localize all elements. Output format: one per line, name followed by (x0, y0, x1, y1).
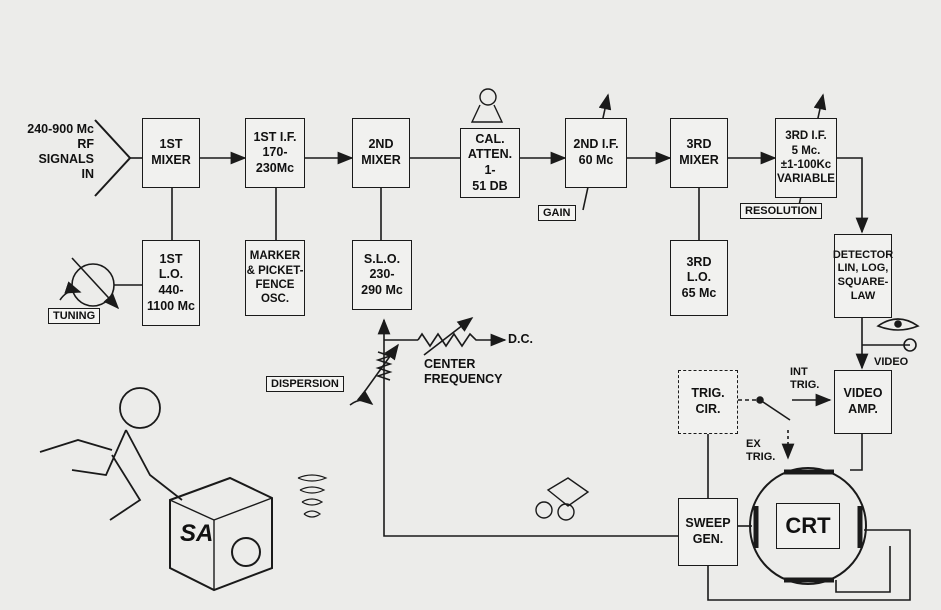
if1-block: 1ST I.F. 170- 230Mc (245, 118, 305, 188)
sa-box-speaker (231, 537, 261, 567)
lo1-block: 1ST L.O. 440- 1100 Mc (142, 240, 200, 326)
kite-sketch (546, 477, 590, 507)
video-amp-block: VIDEO AMP. (834, 370, 892, 434)
rf-input-label: 240-900 Mc RF SIGNALS IN (27, 122, 94, 181)
crt-label: CRT (776, 503, 840, 549)
center-frequency-resistor (417, 332, 490, 348)
tuning-knob-arrow (59, 281, 82, 301)
sa-box-label: SA (180, 520, 214, 547)
ex-trig-label: EX TRIG. (746, 438, 776, 464)
atten-figure-sketch (479, 88, 497, 106)
bike-wheel-sketch (535, 501, 553, 519)
boy-body-sketch (39, 429, 183, 521)
center-frequency-label: CENTER FREQUENCY (424, 357, 503, 386)
center-frequency-wiper (423, 317, 474, 356)
if2-block: 2ND I.F. 60 Mc (565, 118, 627, 188)
boy-head-sketch (119, 387, 161, 429)
dispersion-wiper (359, 343, 399, 399)
mixer1-block: 1ST MIXER (142, 118, 200, 188)
tuning-needle (71, 257, 120, 310)
tuning-tag: TUNING (48, 308, 101, 324)
wire-video-crt (850, 434, 863, 471)
rf-input-chevron (94, 119, 132, 197)
mixer3-block: 3RD MIXER (670, 118, 728, 188)
video-label: VIDEO (874, 356, 909, 368)
trig-switch (759, 399, 791, 421)
wire-sweep-return (707, 529, 911, 601)
gain-tag: GAIN (538, 205, 576, 221)
dc-label: D.C. (508, 332, 533, 346)
cal-atten-block: CAL. ATTEN. 1- 51 DB (460, 128, 520, 198)
int-trig-label: INT TRIG. (790, 366, 820, 392)
sa-box-sketch (169, 476, 273, 592)
lo3-block: 3RD L.O. 65 Mc (670, 240, 728, 316)
spring-sketch (297, 474, 328, 518)
eye-icon (876, 318, 920, 331)
resolution-tag: RESOLUTION (740, 203, 823, 219)
detector-block: DETECTOR LIN, LOG, SQUARE- LAW (833, 234, 893, 318)
trig-circuit-block: TRIG. CIR. (678, 370, 738, 434)
marker-osc-block: MARKER & PICKET- FENCE OSC. (245, 240, 305, 316)
wire-if3-detector (837, 157, 869, 234)
wire-sweep-slo (377, 318, 678, 537)
dispersion-knob-arrow (349, 390, 374, 406)
dispersion-tag: DISPERSION (266, 376, 344, 392)
if3-block: 3RD I.F. 5 Mc. ±1-100Kc VARIABLE (775, 118, 837, 198)
mixer2-block: 2ND MIXER (352, 118, 410, 188)
tuning-dial (71, 263, 115, 307)
wire-crt-bottom (835, 546, 891, 593)
slo-block: S.L.O. 230- 290 Mc (352, 240, 412, 310)
video-jack (903, 338, 917, 352)
sweep-gen-block: SWEEP GEN. (678, 498, 738, 566)
